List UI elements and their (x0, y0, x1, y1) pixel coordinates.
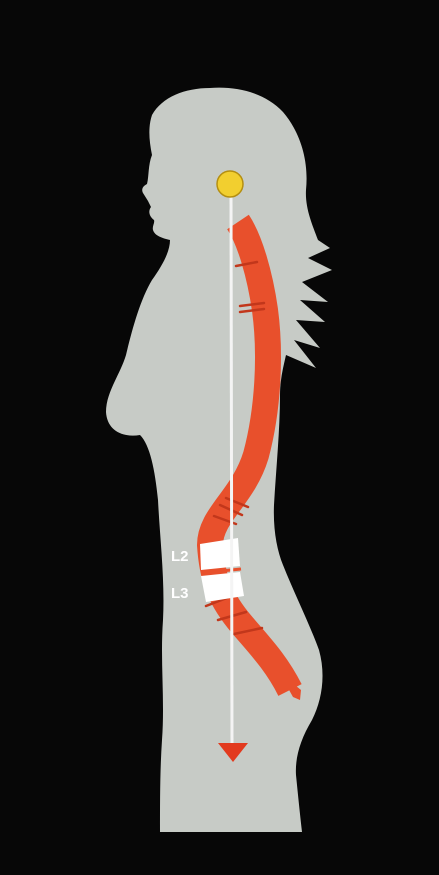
yellow-circle-icon (217, 171, 243, 197)
plumb-line (231, 195, 232, 744)
label-l3: L3 (171, 585, 189, 602)
label-l2: L2 (171, 548, 189, 565)
